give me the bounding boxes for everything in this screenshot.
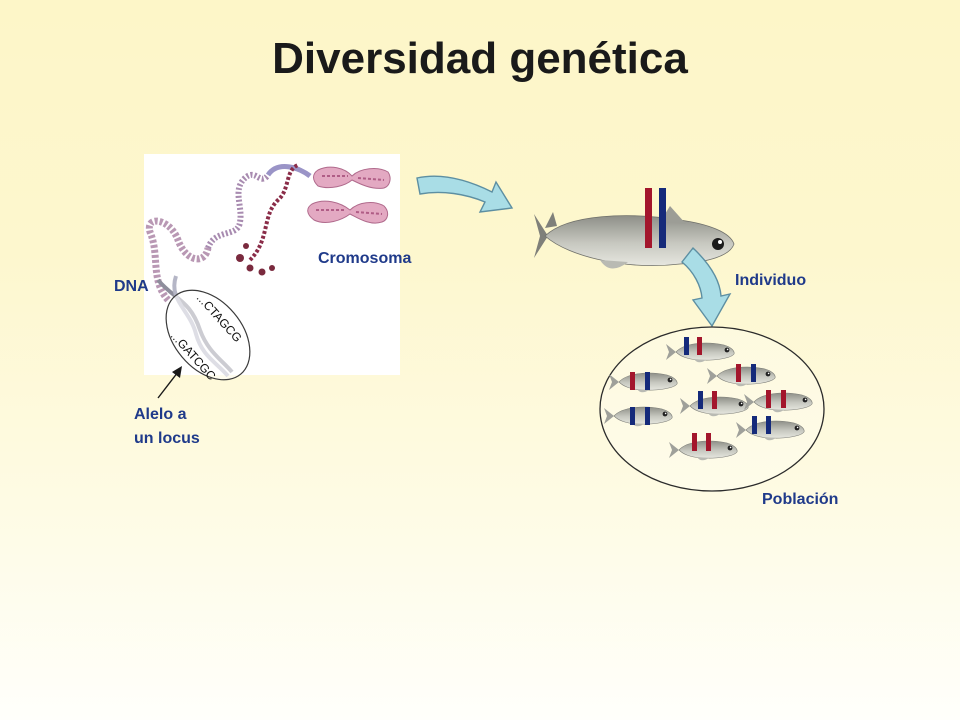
allele-label: Alelo a — [134, 406, 187, 423]
individual-chromosome-pair — [645, 188, 666, 248]
individual-label: Individuo — [735, 272, 807, 289]
allele-blue-bar — [659, 188, 666, 248]
population-chromosome-pairs — [630, 337, 786, 451]
chromosome-label: Cromosoma — [318, 250, 412, 267]
arrow-chromosome-to-individual — [416, 175, 514, 213]
allele-magnifier: ...CTAGCG ...GATCGC — [165, 289, 251, 383]
arrow-individual-to-population — [681, 246, 732, 328]
chromosome-1 — [313, 166, 391, 189]
locus-label: un locus — [134, 430, 200, 447]
chromosome-2 — [307, 200, 389, 224]
individual-fish — [534, 206, 735, 269]
dna-label: DNA — [114, 278, 149, 295]
allele-pointer-arrow — [157, 366, 182, 399]
population-label: Población — [762, 491, 839, 508]
slide-title: Diversidad genética — [272, 34, 688, 83]
allele-red-bar — [645, 188, 652, 248]
